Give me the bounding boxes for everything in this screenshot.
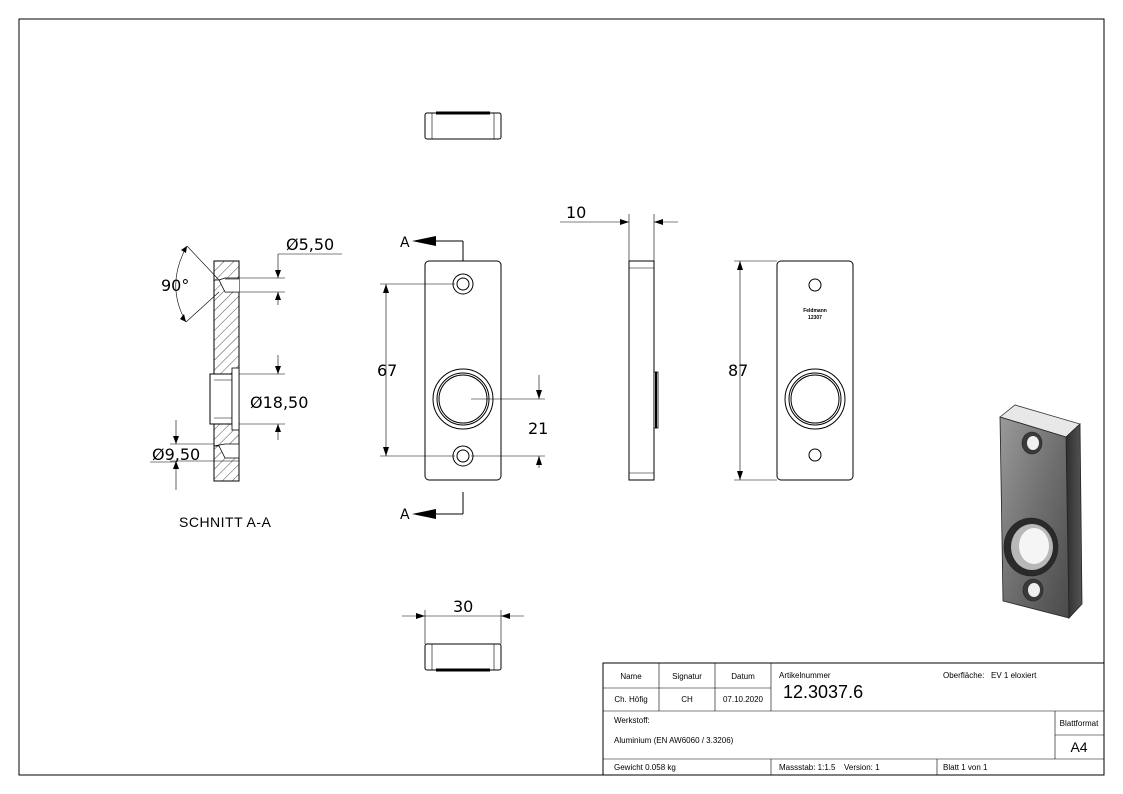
tb-signature-label: Signatur (672, 672, 702, 681)
dim-angle: 90° (161, 276, 189, 295)
tb-surface-value: EV 1 eloxiert (991, 671, 1037, 680)
engraving-brand: Feldmann (803, 308, 827, 314)
dim-width: 30 (453, 597, 473, 616)
dim-dia-middle: Ø18,50 (250, 393, 308, 412)
section-title: SCHNITT A-A (179, 514, 272, 530)
tb-format-value: A4 (1070, 739, 1087, 755)
tb-sheet: Blatt 1 von 1 (943, 763, 988, 772)
dim-offset: 21 (528, 419, 548, 438)
top-view (424, 111, 502, 140)
side-view (560, 214, 678, 481)
engraving-code: 12307 (808, 315, 822, 321)
iso-view (999, 404, 1083, 620)
tb-material-value: Aluminium (EN AW6060 / 3.3206) (614, 736, 734, 745)
section-marker-top: A (400, 235, 410, 251)
tb-version: Version: 1 (844, 763, 880, 772)
dim-dia-bottom: Ø9,50 (152, 445, 200, 464)
rear-view (734, 260, 854, 481)
tb-format-label: Blattformat (1060, 719, 1099, 728)
tb-scale: Massstab: 1:1.5 (779, 763, 836, 772)
section-marker-bottom: A (400, 507, 410, 523)
tb-material-label: Werkstoff: (614, 716, 650, 725)
tb-surface-label: Oberfläche: (943, 671, 984, 680)
tb-signature-value: CH (681, 695, 693, 704)
front-view (380, 236, 545, 519)
tb-article-value: 12.3037.6 (783, 682, 863, 702)
bottom-view (402, 610, 524, 672)
dim-height-total: 87 (728, 361, 748, 380)
tb-date-value: 07.10.2020 (723, 695, 764, 704)
title-block-lines (602, 662, 1105, 776)
tb-name-label: Name (620, 672, 642, 681)
tb-article-label: Artikelnummer (779, 671, 831, 680)
tb-name-value: Ch. Höfig (614, 695, 647, 704)
dim-height-holes: 67 (377, 361, 397, 380)
tb-date-label: Datum (731, 672, 755, 681)
section-view (150, 245, 342, 490)
dim-thickness: 10 (566, 203, 586, 222)
tb-weight: Gewicht 0.058 kg (614, 763, 676, 772)
drawing-frame (18, 18, 1105, 776)
dim-dia-top: Ø5,50 (286, 235, 334, 254)
